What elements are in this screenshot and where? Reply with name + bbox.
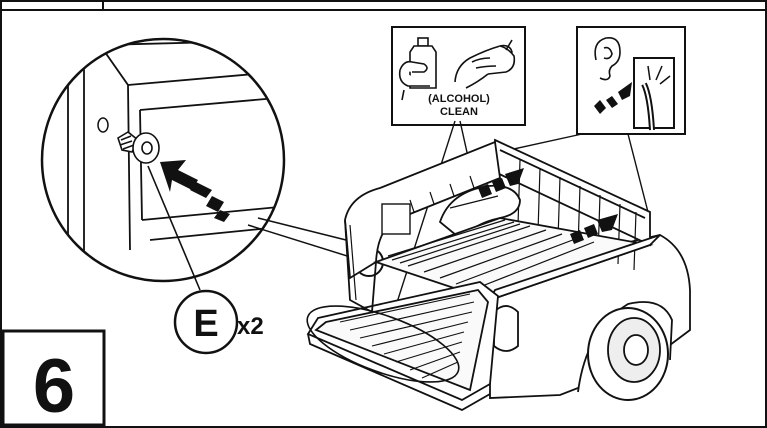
pickup-truck-illustration — [306, 138, 691, 412]
zoom-detail-circle — [40, 37, 286, 291]
clean-instruction-panel: (ALCOHOL) CLEAN — [391, 26, 526, 126]
clip-icon — [117, 131, 160, 164]
fastener-quantity: x2 — [237, 313, 264, 340]
push-arrow-icon — [478, 168, 618, 244]
push-arrow-icon — [160, 160, 230, 222]
push-arrow-icon — [594, 82, 632, 114]
wire-listen-icon — [633, 57, 675, 131]
tailgate-highlight — [306, 305, 460, 383]
step-number-box: 6 — [1, 329, 106, 428]
fastener-callout: E x2 — [173, 289, 264, 355]
clean-text-line1: (ALCOHOL) — [428, 93, 490, 105]
alcohol-bottle-icon — [398, 37, 437, 101]
ear-icon — [594, 36, 621, 81]
fastener-letter: E — [193, 303, 218, 345]
listen-instruction-panel — [576, 26, 686, 135]
step-number: 6 — [33, 344, 75, 428]
clean-text-line2: CLEAN — [440, 106, 478, 118]
wiping-hand-icon — [454, 39, 516, 89]
